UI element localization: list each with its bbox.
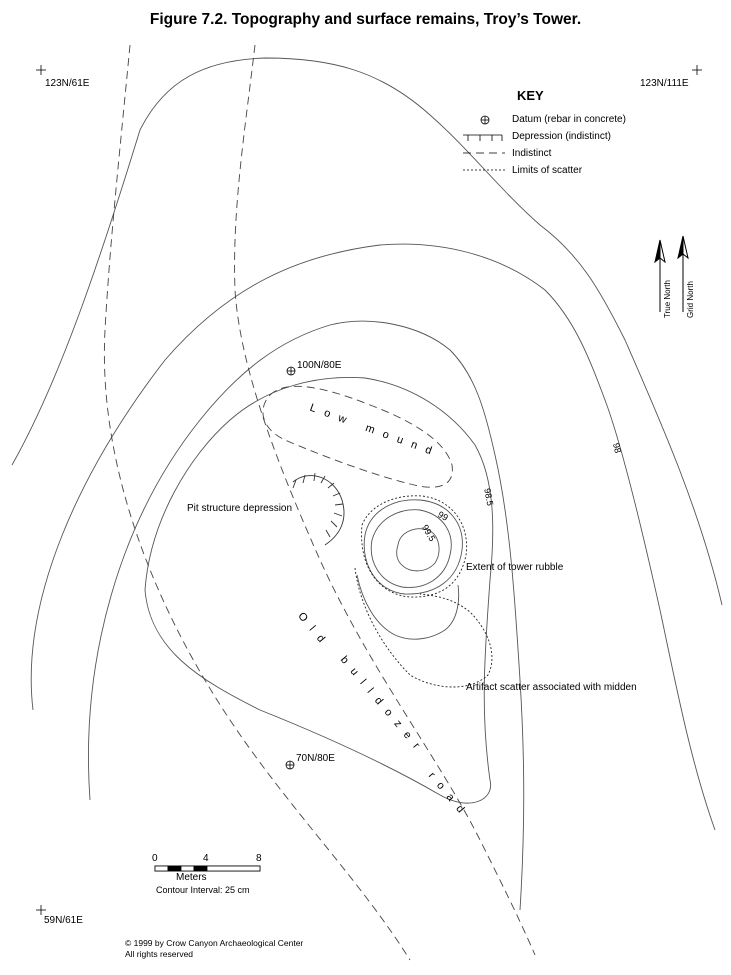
true-north-label: True North — [663, 280, 672, 318]
scale-tick-8: 8 — [256, 853, 262, 864]
contour-interval: Contour Interval: 25 cm — [156, 885, 250, 895]
figure-title: Figure 7.2. Topography and surface remai… — [149, 11, 582, 28]
artifact-scatter-label: Artifact scatter associated with midden — [466, 682, 637, 693]
pit-structure-hachures — [292, 472, 344, 538]
low-mound-outline — [262, 385, 453, 488]
pit-structure-arc — [292, 475, 345, 546]
corner-tick-bottom-left — [36, 905, 46, 915]
corner-tick-top-left — [36, 65, 46, 75]
grid-north-label: Grid North — [686, 281, 695, 318]
contour-label-98: 98 — [611, 442, 623, 454]
contour-outer — [11, 57, 723, 606]
north-arrows — [654, 235, 689, 312]
scatter-limit — [354, 567, 493, 688]
key-label-scatter: Limits of scatter — [512, 165, 583, 176]
pit-structure-label: Pit structure depression — [187, 503, 293, 514]
key-label-depression: Depression (indistinct) — [512, 131, 611, 142]
key-label-datum: Datum (rebar in concrete) — [512, 114, 626, 125]
datum-icon-70n80e — [285, 760, 295, 770]
corner-label-top-left: 123N/61E — [45, 78, 90, 89]
contour-98-5-inner — [144, 377, 494, 804]
contour-99 — [363, 499, 463, 595]
scale-tick-0: 0 — [152, 853, 158, 864]
contour-98-5-outer — [88, 320, 525, 911]
scale-tick-4: 4 — [203, 853, 209, 864]
copyright-line-2: All rights reserved — [125, 949, 194, 959]
copyright: © 1999 by Crow Canyon Archaeological Cen… — [125, 938, 303, 960]
key-depression-symbol — [463, 134, 503, 141]
scale-bar — [154, 865, 261, 872]
datum-label-100n80e: 100N/80E — [297, 360, 342, 371]
true-north-arrow-icon — [654, 239, 666, 312]
grid-north-arrow-icon — [677, 235, 689, 312]
key-title: KEY — [517, 88, 544, 103]
key-label-indistinct: Indistinct — [512, 148, 552, 159]
corner-label-bottom-left: 59N/61E — [44, 915, 83, 926]
tower-rubble-limit — [361, 495, 468, 598]
key-datum-symbol — [480, 115, 490, 125]
contour-98 — [30, 243, 716, 831]
road-edge-west — [103, 44, 411, 961]
tower-rubble-label: Extent of tower rubble — [466, 562, 564, 573]
road-edge-east — [234, 44, 536, 956]
datum-icon-100n80e — [286, 366, 296, 376]
contour-99-5 — [396, 528, 440, 572]
copyright-line-1: © 1999 by Crow Canyon Archaeological Cen… — [125, 938, 304, 948]
corner-tick-top-right — [692, 65, 702, 75]
datum-label-70n80e: 70N/80E — [296, 753, 335, 764]
corner-label-top-right: 123N/111E — [640, 78, 689, 89]
scale-unit: Meters — [176, 872, 207, 883]
